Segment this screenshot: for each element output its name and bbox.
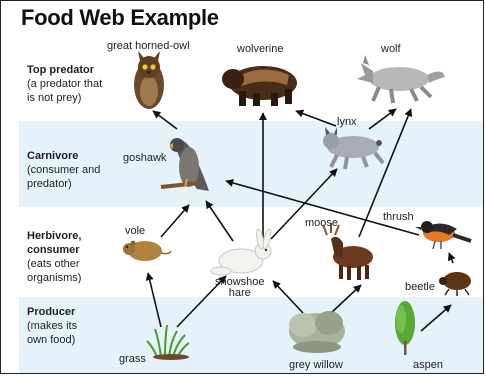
label-beetle: beetle xyxy=(405,281,435,293)
arrow-hare-to-goshawk xyxy=(206,201,233,241)
aspen-icon xyxy=(395,301,415,355)
label-vole: vole xyxy=(125,225,145,237)
label-snowshoe-hare: snowshoe hare xyxy=(215,277,265,299)
goshawk-icon xyxy=(161,138,209,191)
label-owl: great horned-owl xyxy=(107,40,190,52)
label-grass: grass xyxy=(119,353,146,365)
label-wolf: wolf xyxy=(381,43,401,55)
arrow-lynx-to-wolverine xyxy=(296,111,336,126)
moose-icon xyxy=(323,223,373,280)
grass-icon xyxy=(147,325,189,360)
arrow-grass-to-vole xyxy=(148,273,161,327)
grey-willow-icon xyxy=(289,311,345,353)
label-lynx: lynx xyxy=(337,116,357,128)
label-wolverine: wolverine xyxy=(237,43,283,55)
thrush-icon xyxy=(415,221,471,249)
wolf-icon xyxy=(357,55,445,103)
label-grey-willow: grey willow xyxy=(289,359,343,371)
arrow-willow-to-hare xyxy=(273,281,303,313)
lynx-icon xyxy=(323,127,383,169)
arrow-beetle-to-thrush xyxy=(449,253,453,263)
owl-icon xyxy=(134,51,164,109)
wolverine-icon xyxy=(222,66,297,106)
label-moose: moose xyxy=(305,217,338,229)
beetle-icon xyxy=(439,272,471,296)
arrow-aspen-to-beetle xyxy=(421,305,451,331)
arrow-goshawk-to-owl xyxy=(153,111,177,129)
vole-icon xyxy=(123,241,171,261)
arrow-willow-to-moose xyxy=(331,285,361,313)
label-aspen: aspen xyxy=(413,359,443,371)
arrow-vole-to-goshawk xyxy=(161,205,189,237)
label-thrush: thrush xyxy=(383,211,414,223)
arrow-lynx-to-wolf xyxy=(369,109,396,129)
label-goshawk: goshawk xyxy=(123,152,166,164)
